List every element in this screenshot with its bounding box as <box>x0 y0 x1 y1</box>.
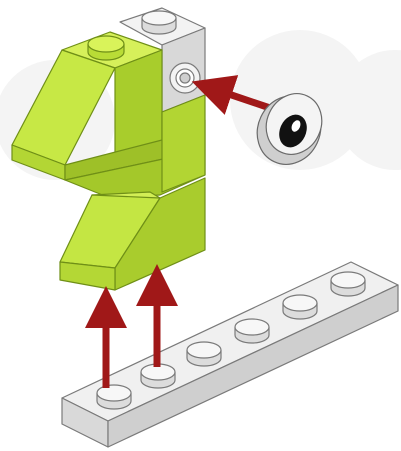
stud <box>141 364 175 388</box>
stud <box>142 11 176 34</box>
stud <box>88 36 124 60</box>
lime-sloped-body-brick <box>60 178 205 290</box>
stud <box>331 272 365 296</box>
stud <box>97 385 131 409</box>
stud <box>187 342 221 366</box>
headlight-socket <box>170 63 200 93</box>
stud <box>235 319 269 343</box>
stud <box>283 295 317 319</box>
